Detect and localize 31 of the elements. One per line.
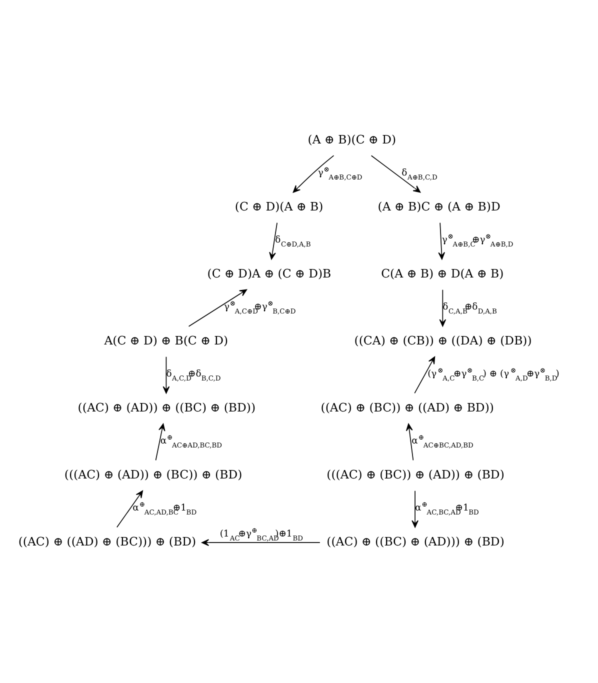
edge-label: δ$_{A⊕B,C,D}$	[402, 167, 438, 182]
arrow	[188, 289, 248, 327]
node-text: ((CA) ⊕ (CB)) ⊕ ((DA) ⊕ (DB))	[354, 334, 532, 348]
arrow	[269, 222, 278, 260]
node-text: (((AC) ⊕ (AD)) ⊕ (BC)) ⊕ (BD)	[64, 468, 242, 482]
node-text: (C ⊕ D)(A ⊕ B)	[234, 200, 324, 214]
arrow	[412, 490, 418, 528]
edge-label: (γ$^{⊗}$$_{A,C}$⊕γ$^{⊗}$$_{B,C}$) ⊕ (γ$^{⊗}$$_{A,D}$⊕γ$^{⊗}$$_{B,D}$)	[428, 366, 560, 383]
arrow	[438, 222, 446, 260]
arrow	[116, 490, 143, 528]
node-text: ((AC) ⊕ (BC)) ⊕ ((AD) ⊕ BD))	[320, 400, 494, 415]
edge-label: δ$_{A,C,D}$⊕δ$_{B,C,D}$	[166, 368, 221, 383]
node-text: (A ⊕ B)(C ⊕ D)	[308, 132, 396, 147]
node-text: ((AC) ⊕ ((AD) ⊕ (BC))) ⊕ (BD)	[18, 534, 196, 549]
edge-label: δ$_{C,A,B}$⊕δ$_{D,A,B}$	[442, 301, 497, 316]
node-text: ((AC) ⊕ (AD)) ⊕ ((BC) ⊕ (BD))	[78, 400, 256, 415]
arrow	[202, 539, 320, 546]
arrow	[414, 356, 436, 394]
node-text: (((AC) ⊕ (BC)) ⊕ (AD)) ⊕ (BD)	[326, 468, 504, 482]
arrow	[406, 423, 414, 461]
node-text: ((AC) ⊕ ((BC) ⊕ (AD))) ⊕ (BD)	[326, 534, 504, 549]
node-text: (C ⊕ D)A ⊕ (C ⊕ D)B	[207, 266, 332, 281]
arrow	[155, 423, 166, 461]
arrow	[370, 155, 421, 193]
edge-label: δ$_{C⊕D,A,B}$	[275, 234, 311, 248]
node-text: (A ⊕ B)C ⊕ (A ⊕ B)D	[378, 200, 500, 214]
arrow	[292, 155, 334, 193]
node-text: A(C ⊕ D) ⊕ B(C ⊕ D)	[104, 334, 228, 348]
arrow	[162, 356, 170, 394]
node-text: C(A ⊕ B) ⊕ D(A ⊕ B)	[381, 266, 504, 281]
arrow	[439, 289, 446, 327]
